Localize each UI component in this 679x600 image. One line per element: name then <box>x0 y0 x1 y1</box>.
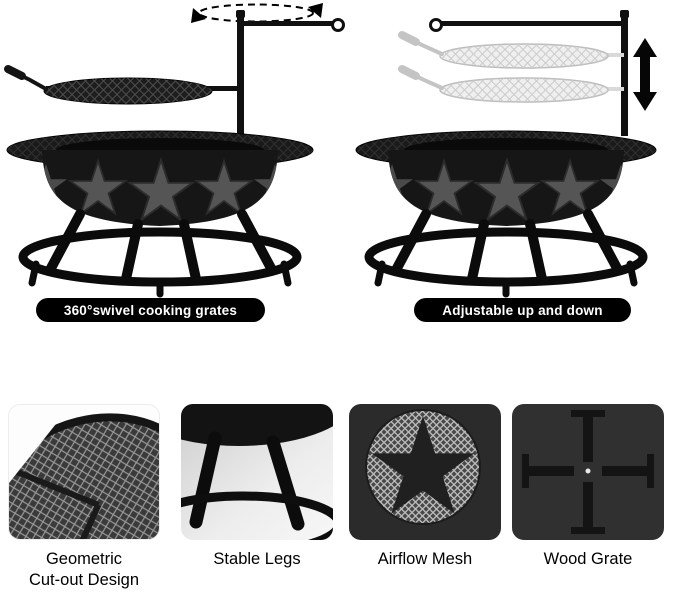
firepit-ring <box>364 227 648 287</box>
up-down-arrow-icon <box>633 38 657 111</box>
airflow-mesh-graphic <box>365 409 481 525</box>
swivel-cooking-grate <box>4 65 241 105</box>
grate-position-lower <box>398 65 624 103</box>
grate-position-upper <box>398 31 624 69</box>
feature-tile-airflow-mesh <box>349 404 501 540</box>
feature-tile-wood-grate <box>512 404 664 540</box>
wood-grate-graphic <box>522 410 654 534</box>
firepit-ring <box>18 227 302 287</box>
geometric-cutout-graphic <box>9 405 159 539</box>
badge-adjustable: Adjustable up and down <box>414 298 631 322</box>
feature-tile-geometric-cutout <box>8 404 160 540</box>
firepit-bowl <box>42 150 278 226</box>
firepit-swivel-illustration <box>4 3 345 298</box>
feature-caption-airflow-mesh: Airflow Mesh <box>377 550 473 568</box>
feature-caption-stable-legs: Stable Legs <box>213 550 301 568</box>
swivel-pole <box>236 10 345 136</box>
firepit-feet <box>28 260 292 298</box>
adjustable-pole <box>429 10 629 136</box>
stable-legs-graphic <box>181 404 333 540</box>
firepit-adjustable-illustration <box>355 10 657 298</box>
rotation-arrows-icon <box>191 3 323 23</box>
feature-tile-stable-legs <box>181 404 333 540</box>
firepit-feet <box>374 260 638 298</box>
badge-swivel-grates: 360°swivel cooking grates <box>36 298 265 322</box>
firepit-bowl <box>388 150 624 226</box>
feature-caption-geometric-cutout: Geometric Cut-out Design <box>28 550 140 590</box>
feature-caption-wood-grate: Wood Grate <box>543 550 633 568</box>
